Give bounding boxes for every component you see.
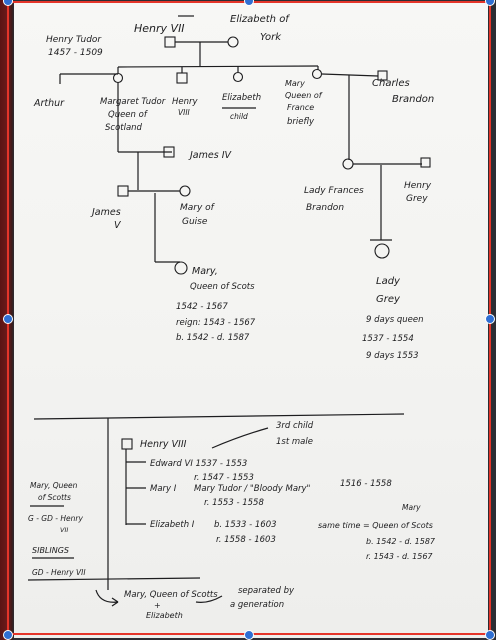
henry-viii-label-2: VIII	[178, 108, 191, 117]
mary-tudor-notes-label: Mary Tudor / "Bloody Mary"	[194, 484, 311, 494]
resize-handle-top-center-icon[interactable]	[244, 0, 254, 6]
lady-grey-label-4: 1537 - 1554	[362, 334, 414, 344]
lady-frances-label-2: Brandon	[306, 203, 344, 213]
lady-jane-grey-circle	[374, 243, 390, 259]
mary-of-guise-label-1: Mary of	[180, 203, 216, 213]
lady-grey-label-5: 9 days 1553	[366, 351, 419, 361]
henry-viii-label-1: Henry	[172, 97, 199, 107]
mary-tudor-label-1: Mary	[285, 79, 305, 88]
henry-vii-label: Henry VII	[134, 22, 185, 35]
resize-handle-bottom-left-icon[interactable]	[3, 630, 13, 640]
bottom-note-3: Elizabeth	[146, 611, 183, 620]
mary-tudor-label-4: briefly	[287, 117, 315, 127]
mqs-label-1: Mary,	[192, 266, 218, 277]
mary-tudor-dates: 1516 - 1558	[340, 479, 392, 489]
side-note-5: SIBLINGS	[32, 546, 69, 555]
bottom-note-5: a generation	[230, 600, 284, 610]
mqs-label-2: Queen of Scots	[190, 282, 255, 292]
mary-queen-of-scots-circle	[174, 261, 188, 275]
margaret-label-1: Margaret Tudor	[100, 97, 166, 107]
resize-handle-bottom-right-icon[interactable]	[485, 630, 495, 640]
henry-grey-label-1: Henry	[404, 181, 432, 191]
same-time-label-3: b. 1542 - d. 1587	[366, 537, 436, 546]
side-note-3: G - GD - Henry	[28, 514, 83, 523]
james-iv-label: James IV	[188, 150, 232, 161]
bottom-note-4: separated by	[238, 586, 295, 596]
side-note-1: Mary, Queen	[30, 481, 78, 490]
margaret-label-2: Queen of	[108, 110, 149, 120]
charles-brandon-square	[377, 70, 388, 81]
side-note-2: of Scotts	[38, 493, 71, 502]
edward-label-1: Edward VI 1537 - 1553	[150, 459, 247, 469]
elizabeth-i-reign: r. 1558 - 1603	[216, 535, 276, 545]
henry-grey-square	[420, 157, 431, 168]
mary-tudor-label-2: Queen of	[285, 91, 323, 100]
lady-frances-label-1: Lady Frances	[304, 186, 364, 196]
elizabeth-of-york-label-1: Elizabeth of	[230, 14, 290, 25]
james-v-label-1: James	[90, 207, 121, 218]
mqs-label-5: b. 1542 - d. 1587	[176, 333, 250, 343]
james-iv-square	[163, 146, 175, 158]
mqs-label-3: 1542 - 1567	[176, 302, 228, 312]
henry-tudor-label: Henry Tudor	[46, 35, 102, 45]
henry-viii-square-notes	[121, 438, 133, 450]
mary-i-label: Mary I	[150, 484, 177, 494]
arthur-label: Arthur	[33, 98, 65, 109]
bottom-note-1: Mary, Queen of Scotts	[124, 590, 218, 600]
mqs-label-4: reign: 1543 - 1567	[176, 318, 256, 328]
elizabeth-child-label-1: Elizabeth	[222, 93, 261, 103]
lady-grey-label-3: 9 days queen	[366, 315, 424, 325]
henry-tudor-dates: 1457 - 1509	[48, 48, 103, 58]
third-child-label-1: 3rd child	[276, 421, 314, 431]
notes-henry-viii-label: Henry VIII	[140, 439, 187, 450]
henry-grey-label-2: Grey	[406, 194, 428, 204]
bottom-note-2: +	[154, 601, 161, 610]
elizabeth-of-york-label-2: York	[260, 32, 282, 43]
elizabeth-of-york-female-circle	[227, 36, 239, 48]
mary-tudor-label-3: France	[287, 103, 314, 112]
selection-frame[interactable]	[7, 1, 491, 635]
mary-of-guise-label-2: Guise	[182, 217, 208, 227]
mary-tudor-reign: r. 1553 - 1558	[204, 498, 264, 508]
charles-brandon-label-2: Brandon	[392, 94, 434, 105]
same-time-label-1: Mary	[402, 503, 421, 512]
henry-viii-square	[176, 72, 188, 84]
same-time-label-4: r. 1543 - d. 1567	[366, 552, 433, 561]
resize-handle-middle-left-icon[interactable]	[3, 314, 13, 324]
james-v-label-2: V	[114, 220, 122, 231]
side-note-6: GD - Henry VII	[32, 568, 86, 577]
third-child-label-2: 1st male	[276, 437, 313, 447]
margaret-label-3: Scotland	[105, 123, 143, 133]
mary-tudor-circle	[311, 68, 323, 80]
mary-of-guise-circle	[179, 185, 191, 197]
resize-handle-bottom-center-icon[interactable]	[244, 630, 254, 640]
elizabeth-child-circle	[232, 71, 244, 83]
resize-handle-middle-right-icon[interactable]	[485, 314, 495, 324]
lady-grey-label-2: Grey	[376, 294, 401, 305]
elizabeth-child-label-2: child	[230, 112, 248, 121]
side-note-4: VII	[60, 526, 68, 534]
resize-handle-top-right-icon[interactable]	[485, 0, 495, 6]
charles-brandon-label-1: Charles	[372, 78, 410, 89]
elizabeth-i-label: Elizabeth I	[150, 520, 195, 530]
resize-handle-top-left-icon[interactable]	[3, 0, 13, 6]
edward-label-2: r. 1547 - 1553	[194, 473, 254, 483]
same-time-label-2: same time = Queen of Scots	[318, 521, 433, 530]
elizabeth-i-dates: b. 1533 - 1603	[214, 520, 277, 530]
lady-grey-label-1: Lady	[376, 276, 401, 287]
